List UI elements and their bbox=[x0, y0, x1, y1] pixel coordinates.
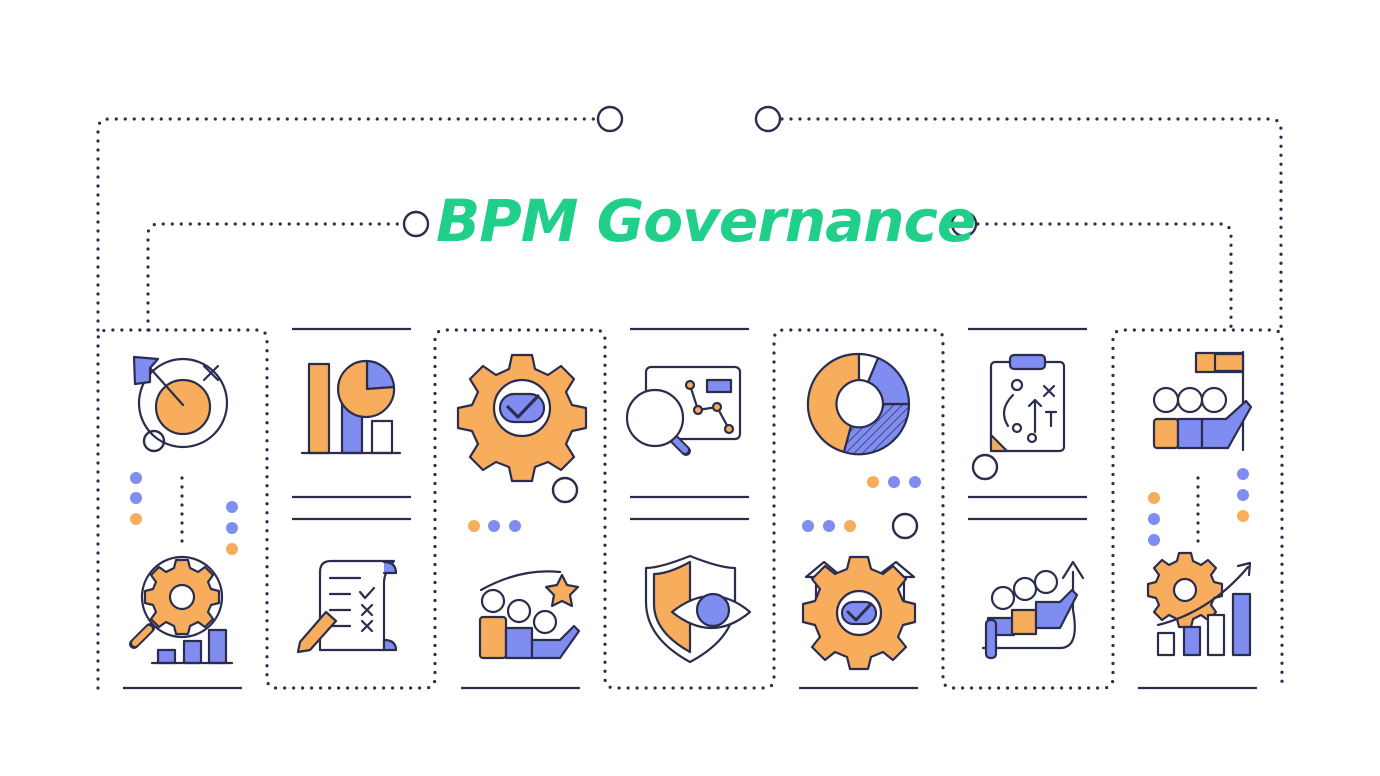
separator-lines bbox=[123, 327, 1257, 690]
gear-check-icon bbox=[456, 353, 588, 483]
connector-nodes bbox=[402, 105, 978, 238]
shield-eye-icon bbox=[644, 554, 752, 664]
connector-lines bbox=[96, 117, 1283, 332]
dotted-cards bbox=[96, 328, 1284, 692]
strategy-board-icon bbox=[989, 353, 1066, 453]
team-flag-icon bbox=[1152, 350, 1253, 452]
target-arrow-icon bbox=[132, 355, 229, 449]
decorations bbox=[130, 429, 1249, 555]
team-star-icon bbox=[478, 570, 581, 660]
magnifier-analytics-icon bbox=[625, 365, 742, 456]
donut-chart-icon bbox=[806, 352, 911, 456]
bar-pie-chart-icon bbox=[300, 359, 402, 455]
gear-check-arrows-icon bbox=[801, 555, 917, 671]
page-title: BPM Governance bbox=[436, 187, 976, 255]
gear-growth-chart-icon bbox=[1146, 551, 1252, 657]
checklist-pencil-icon bbox=[296, 559, 398, 654]
magnifier-gear-chart-icon bbox=[129, 555, 234, 665]
team-growth-icon bbox=[981, 560, 1085, 660]
